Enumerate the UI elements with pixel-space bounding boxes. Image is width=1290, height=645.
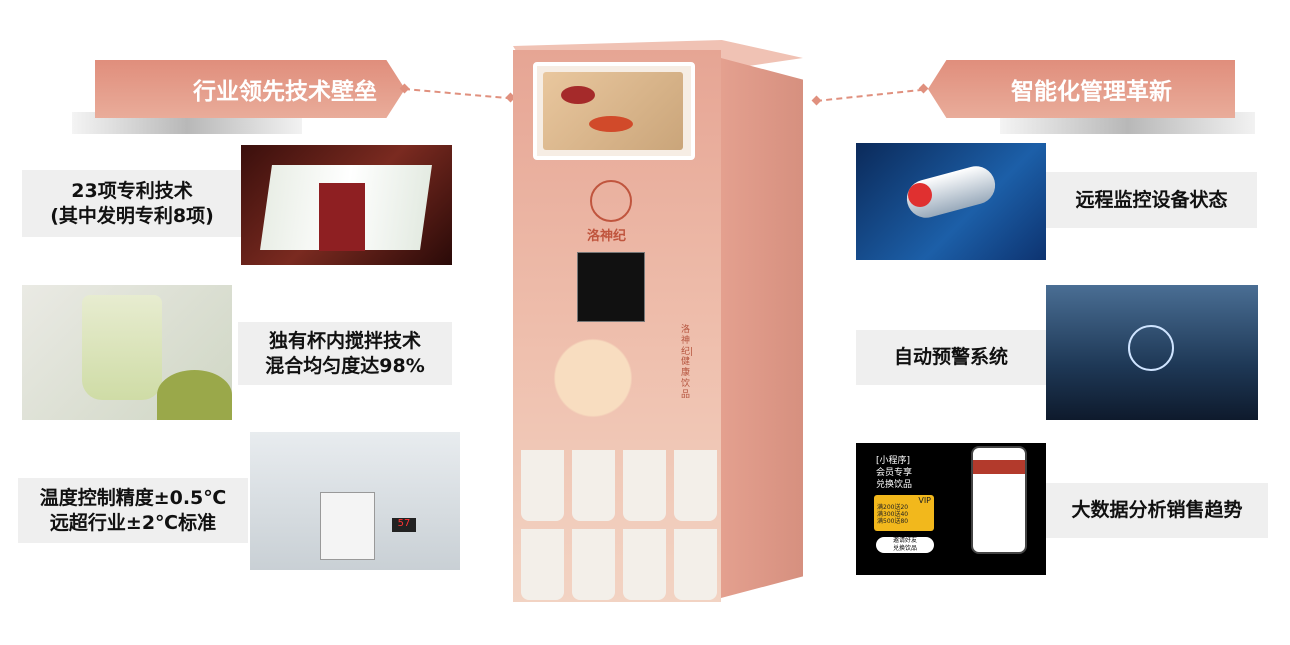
vip-row: 满500送80 (877, 517, 909, 525)
feature-line: (其中发明专利8项) (50, 204, 214, 227)
vip-card: VIP 满200送20 满300送40 满500送80 (874, 495, 934, 531)
machine-side-text: 洛神纪|健康饮品 (681, 325, 694, 400)
brand-logo-icon (590, 180, 632, 222)
stirring-text-box: 独有杯内搅拌技术 混合均匀度达98% (238, 322, 452, 385)
temperature-display: 57 (392, 518, 416, 532)
bigdata-text-box: 大数据分析销售趋势 (1046, 483, 1268, 538)
temperature-text-box: 温度控制精度±0.5℃ 远超行业±2℃标准 (18, 478, 248, 543)
left-section-title: 行业领先技术壁垒 (193, 79, 377, 105)
monitoring-image (856, 143, 1046, 260)
feature-line: 温度控制精度±0.5℃ (39, 486, 227, 509)
connector-dot (918, 83, 929, 94)
feature-line: 自动预警系统 (893, 346, 1008, 369)
monitoring-text-box: 远程监控设备状态 (1046, 172, 1257, 228)
matcha-drink-image (22, 285, 232, 420)
feature-line: 远超行业±2℃标准 (49, 511, 217, 534)
dancer-illustration (553, 330, 653, 450)
left-connector (403, 88, 512, 100)
mini-program-line: 兑换饮品 (876, 480, 913, 490)
machine-brand: 洛神纪 (587, 229, 627, 244)
warning-text-box: 自动预警系统 (856, 330, 1046, 385)
patent-text-box: 23项专利技术 (其中发明专利8项) (22, 170, 242, 237)
payment-screen (577, 252, 645, 322)
invite-line: 兑换饮品 (892, 545, 917, 552)
connector-dot (811, 95, 822, 106)
vip-row: 满300送40 (877, 510, 909, 518)
patent-certificates-image (241, 145, 452, 265)
feature-line: 大数据分析销售趋势 (1071, 499, 1243, 522)
right-section-title: 智能化管理革新 (1011, 79, 1172, 105)
cups-display (521, 450, 717, 600)
cup-dispenser-image: 57 (250, 432, 460, 570)
vip-label: VIP (918, 496, 931, 505)
lock-icon (1128, 325, 1174, 371)
machine-display-screen (533, 62, 695, 160)
invite-button: 邀请好友 兑换饮品 (876, 537, 934, 553)
invite-line: 邀请好友 (892, 537, 917, 544)
feature-line: 23项专利技术 (71, 179, 193, 202)
machine-side (721, 58, 803, 598)
mini-program-line: 会员专享 (876, 468, 913, 478)
feature-line: 独有杯内搅拌技术 (268, 329, 421, 352)
mini-program-image: [小程序] 会员专享 兑换饮品 VIP 满200送20 满300送40 满500… (856, 443, 1046, 575)
left-section-banner: 行业领先技术壁垒 (95, 60, 405, 118)
security-network-image (1046, 285, 1258, 420)
right-connector (815, 88, 924, 102)
phone-mockup (971, 446, 1027, 554)
vip-row: 满200送20 (877, 504, 909, 511)
vending-machine: 洛神纪 洛神纪|健康饮品 (513, 40, 803, 612)
right-section-banner: 智能化管理革新 (928, 60, 1235, 118)
feature-line: 远程监控设备状态 (1075, 188, 1228, 211)
mini-program-tag: [小程序] (876, 456, 911, 466)
feature-line: 混合均匀度达98% (265, 354, 425, 377)
